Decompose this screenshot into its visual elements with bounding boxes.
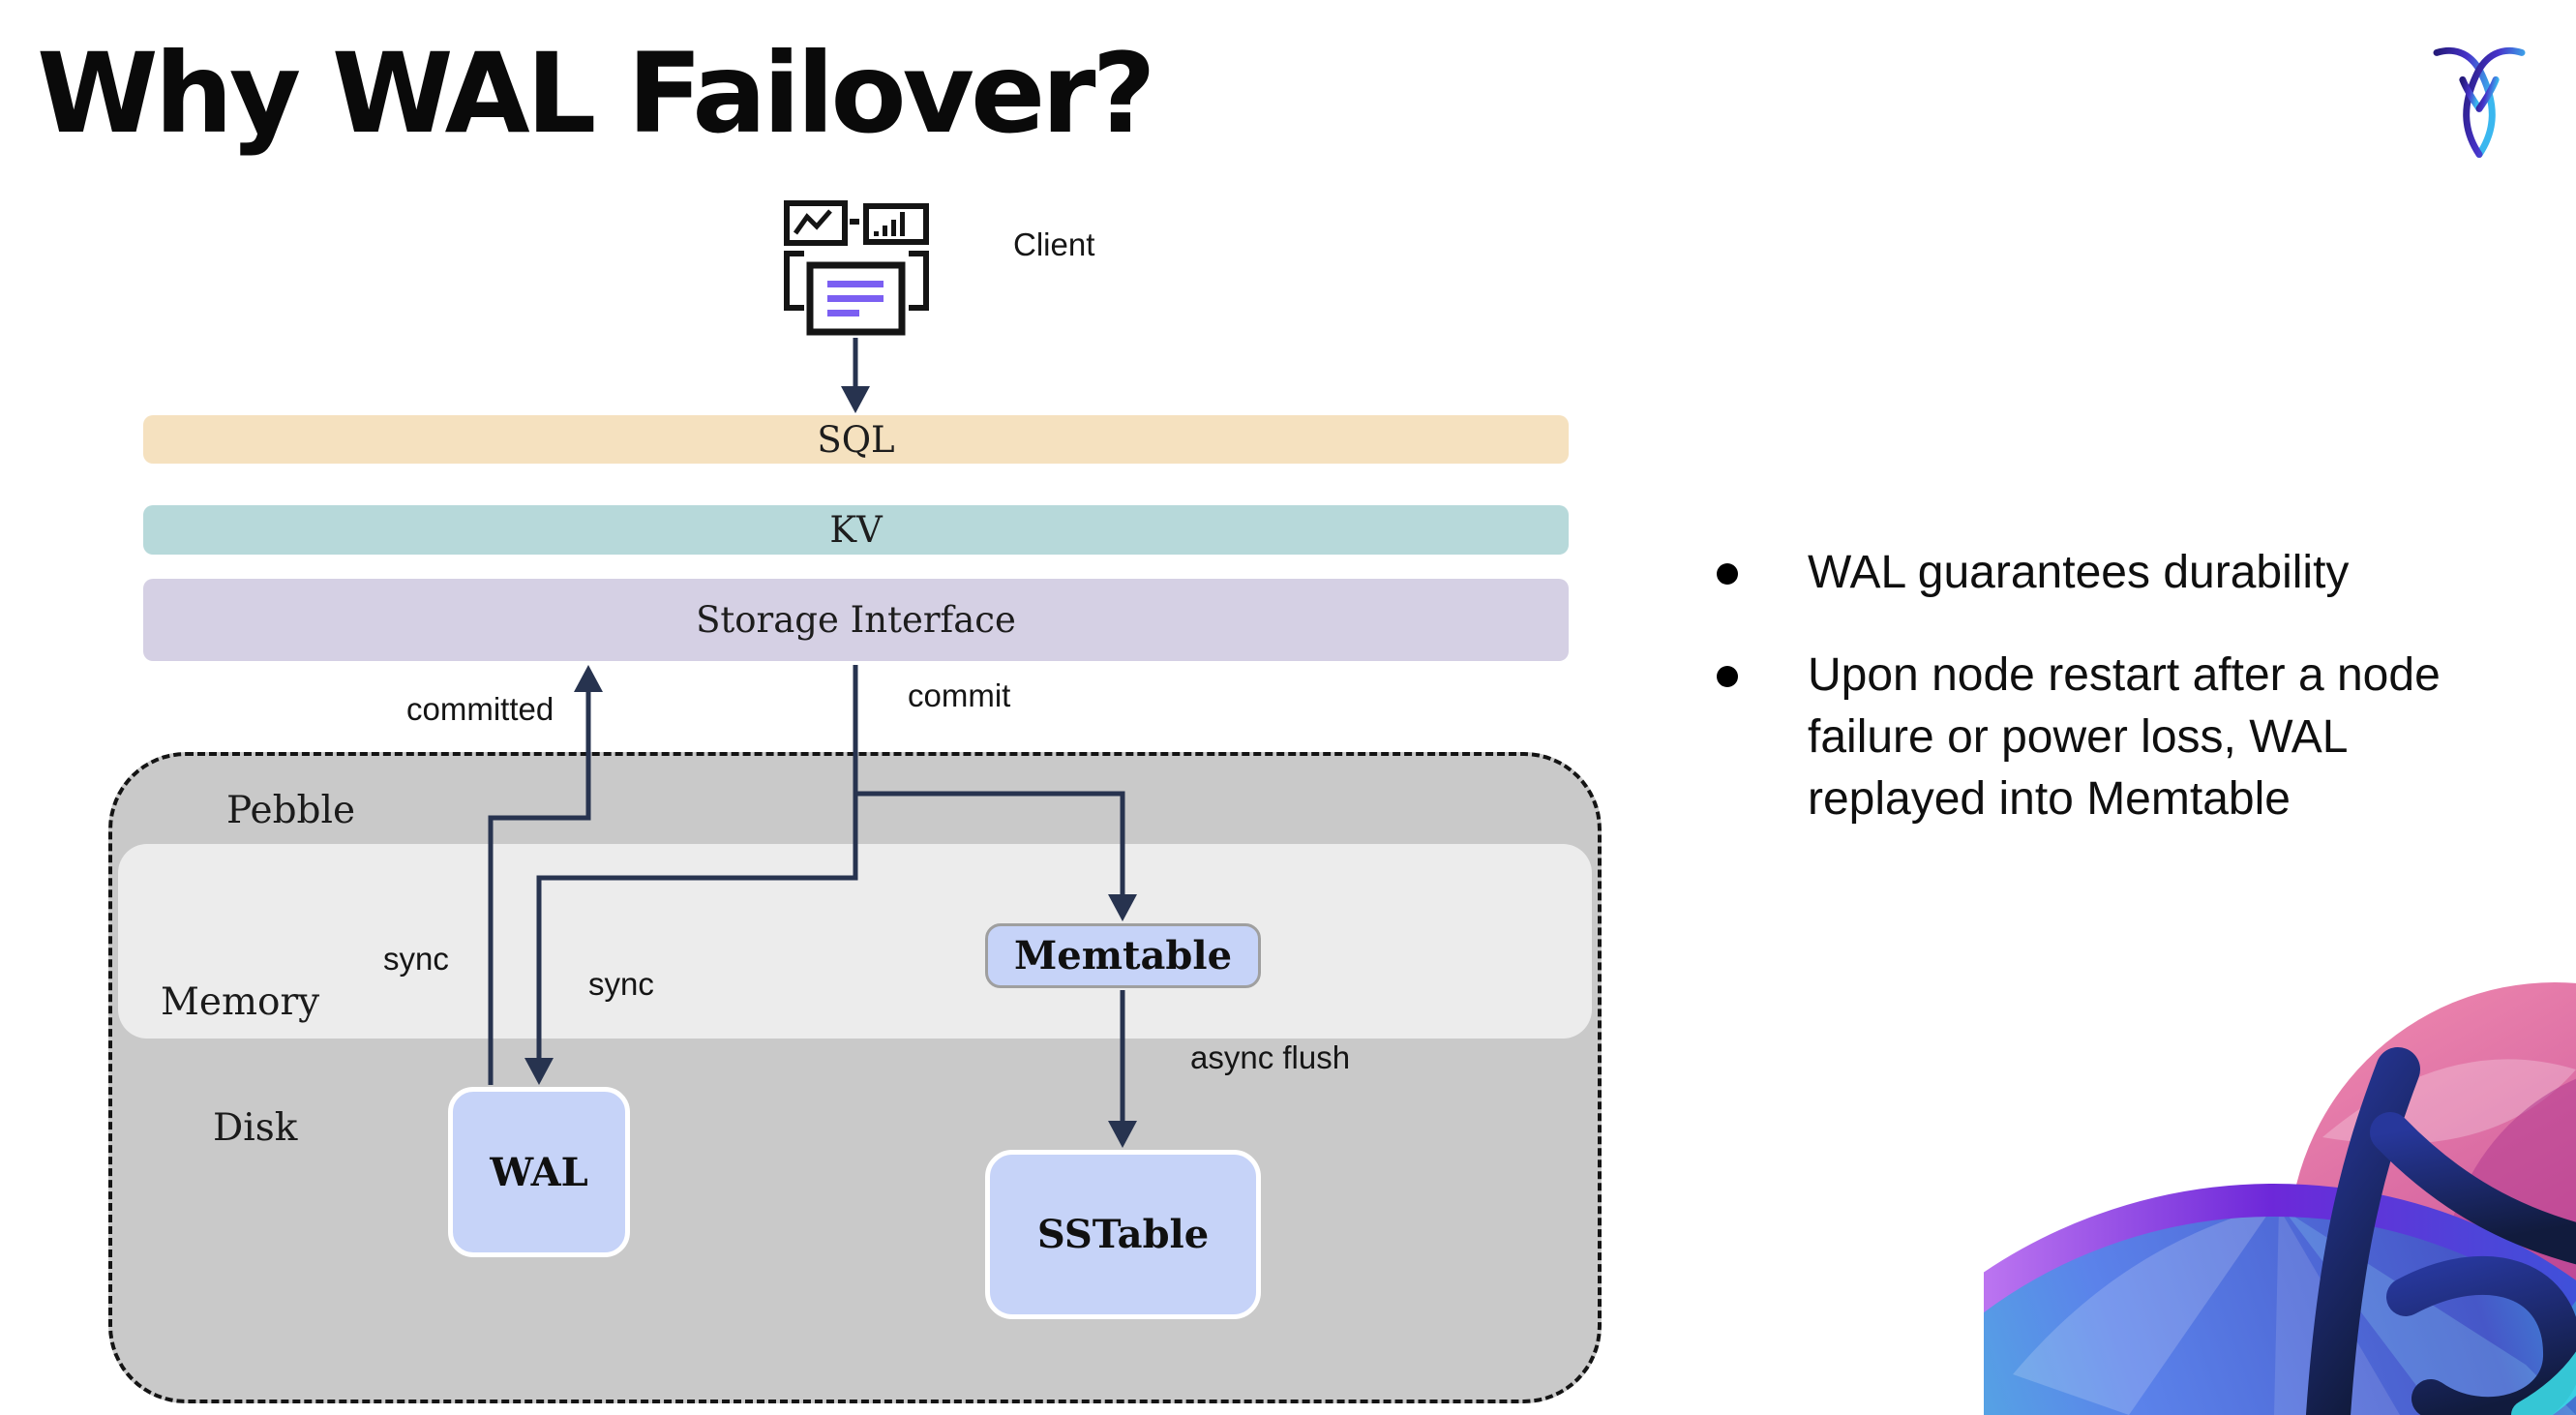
cockroachdb-brand-art: [1984, 982, 2576, 1415]
line-chart-glyph: [793, 209, 832, 235]
async-flush-label: async flush: [1190, 1039, 1351, 1075]
navy-leg-curve: [2306, 1047, 2420, 1415]
commit-label: commit: [908, 677, 1011, 713]
memtable-box: Memtable: [985, 923, 1261, 988]
bar-chart-glyph: [874, 212, 905, 236]
purple-rim-arc: [1984, 1183, 2576, 1314]
pebble-label: Pebble: [226, 789, 356, 832]
logo-arm-right: [2475, 75, 2500, 112]
blue-sphere: [1984, 1200, 2576, 1415]
disk-label: Disk: [213, 1106, 298, 1150]
layer-storage-interface: Storage Interface: [143, 579, 1569, 661]
bullet-text: WAL guarantees durability: [1808, 547, 2350, 598]
pebble-container: Pebble Memory Disk: [108, 752, 1602, 1403]
client-label: Client: [1013, 226, 1095, 262]
bullet-dot-icon: [1717, 666, 1738, 687]
client-workstation-icon: [784, 200, 929, 336]
logo-right-curve: [2463, 46, 2526, 159]
layer-kv: KV: [143, 505, 1569, 555]
committed-arrowhead: [574, 665, 603, 692]
sync-label-right: sync: [588, 966, 654, 1002]
page-title: Why WAL Failover?: [37, 29, 1156, 158]
bullet-text: Upon node restart after a node failure o…: [1808, 649, 2441, 825]
list-item: WAL guarantees durability: [1711, 542, 2475, 604]
navy-arm-curve: [2370, 1112, 2576, 1265]
bullet-dot-icon: [1717, 563, 1738, 585]
cockroachdb-logo-icon: [2433, 46, 2526, 159]
bullet-list: WAL guarantees durability Upon node rest…: [1711, 542, 2475, 871]
navy-ring-curve: [2386, 1255, 2576, 1415]
document-text-lines: [827, 281, 884, 316]
memory-label: Memory: [161, 980, 320, 1024]
logo-left-curve: [2433, 46, 2496, 159]
wal-box: WAL: [448, 1087, 630, 1257]
icon-dash: [850, 219, 859, 225]
sstable-box: SSTable: [985, 1150, 1261, 1319]
list-item: Upon node restart after a node failure o…: [1711, 645, 2475, 830]
sync-label-left: sync: [383, 941, 449, 977]
bracket-right: [909, 251, 929, 311]
memory-band: [118, 844, 1592, 1039]
client-to-sql-arrowhead: [841, 386, 870, 413]
bracket-left: [784, 251, 804, 311]
committed-label: committed: [406, 691, 554, 727]
layer-sql: SQL: [143, 415, 1569, 464]
cyan-accent-curve: [2511, 1351, 2576, 1415]
blue-wedge-1: [2013, 1205, 2274, 1415]
